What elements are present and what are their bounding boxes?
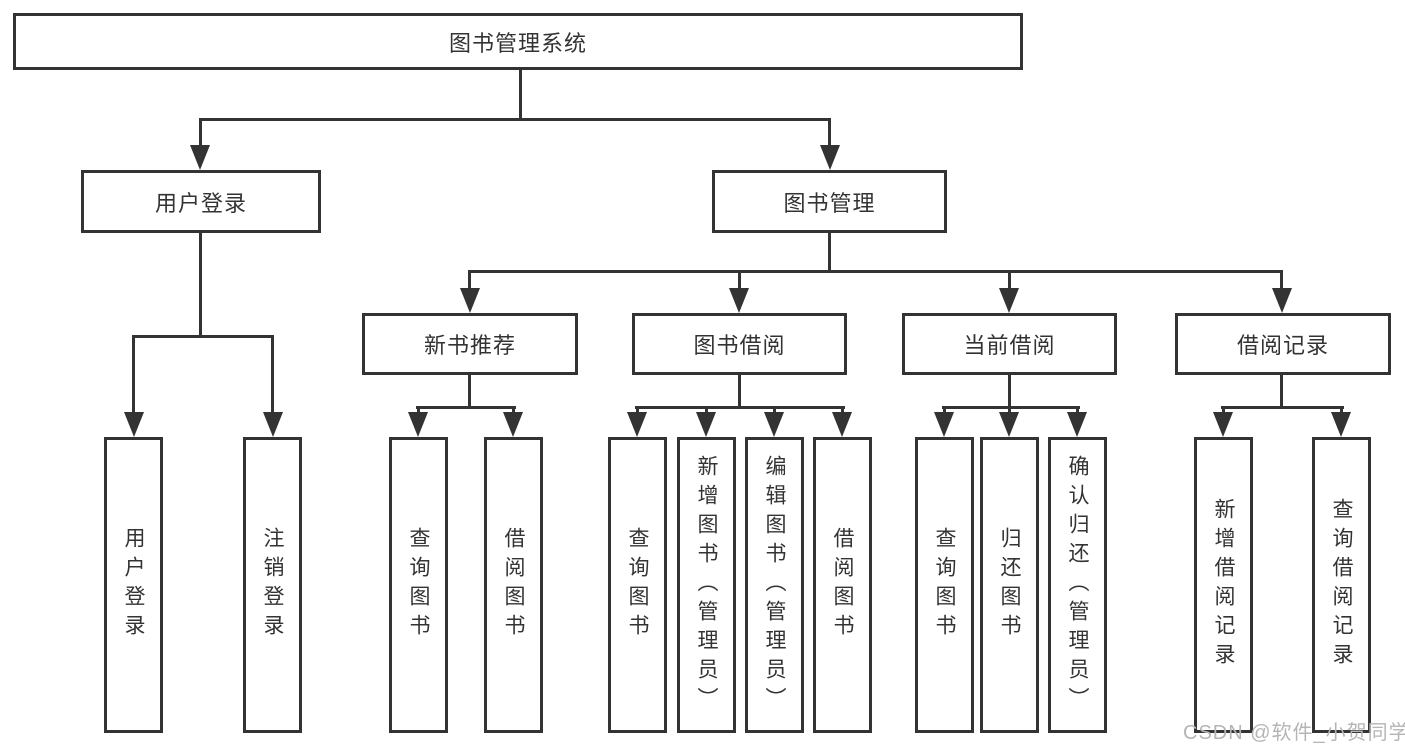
arrow-down-icon — [627, 412, 647, 437]
arrow-down-icon — [1213, 412, 1233, 437]
leaf-label: 编辑图书（管理员） — [763, 454, 786, 716]
leaf-label: 归还图书 — [998, 527, 1021, 643]
arrow-down-icon — [1272, 288, 1292, 313]
connector-line-horizontal — [132, 335, 274, 338]
connector-line-vertical — [1008, 375, 1011, 408]
connector-line-vertical — [1280, 375, 1283, 408]
connector-line-vertical — [132, 335, 135, 414]
leaf-return-book: 归还图书 — [980, 437, 1039, 733]
connector-line-horizontal — [942, 406, 1080, 409]
arrow-down-icon — [408, 412, 428, 437]
node-new-book-recommend: 新书推荐 — [362, 313, 578, 375]
connector-line-horizontal — [416, 406, 516, 409]
connector-line-vertical — [828, 233, 831, 272]
arrow-down-icon — [820, 145, 840, 170]
connector-line-horizontal — [199, 118, 831, 121]
connector-line-vertical — [512, 406, 515, 415]
leaf-add-borrow-record: 新增借阅记录 — [1194, 437, 1253, 733]
arrow-down-icon — [263, 412, 283, 437]
connector-line-vertical — [738, 270, 741, 290]
arrow-down-icon — [729, 288, 749, 313]
arrow-down-icon — [124, 412, 144, 437]
arrow-down-icon — [696, 412, 716, 437]
leaf-confirm-return-admin: 确认归还（管理员） — [1048, 437, 1107, 733]
arrow-down-icon — [190, 145, 210, 170]
leaf-borrow-books-recommend: 借阅图书 — [484, 437, 543, 733]
connector-line-vertical — [1008, 406, 1011, 415]
connector-line-vertical — [943, 406, 946, 415]
connector-line-vertical — [417, 406, 420, 415]
connector-line-vertical — [828, 118, 831, 147]
node-book-management: 图书管理 — [712, 170, 947, 233]
node-current-borrow: 当前借阅 — [902, 313, 1117, 375]
arrow-down-icon — [460, 288, 480, 313]
leaf-user-login: 用户登录 — [104, 437, 163, 733]
leaf-query-borrow-record: 查询借阅记录 — [1312, 437, 1371, 733]
arrow-down-icon — [999, 412, 1019, 437]
leaf-label: 注销登录 — [261, 527, 284, 643]
leaf-query-books-current: 查询图书 — [915, 437, 974, 733]
connector-line-vertical — [199, 233, 202, 337]
leaf-label: 用户登录 — [122, 527, 145, 643]
leaf-query-books-recommend: 查询图书 — [389, 437, 448, 733]
connector-line-horizontal — [1221, 406, 1344, 409]
node-borrow-records: 借阅记录 — [1175, 313, 1391, 375]
node-user-login: 用户登录 — [81, 170, 321, 233]
leaf-label: 确认归还（管理员） — [1066, 454, 1089, 716]
arrow-down-icon — [832, 412, 852, 437]
connector-line-vertical — [1222, 406, 1225, 415]
leaf-label: 查询图书 — [933, 527, 956, 643]
leaf-label: 新增借阅记录 — [1212, 498, 1235, 672]
leaf-edit-book-admin: 编辑图书（管理员） — [745, 437, 804, 733]
leaf-label: 查询图书 — [407, 527, 430, 643]
connector-line-horizontal — [468, 270, 1283, 273]
connector-line-vertical — [1340, 406, 1343, 415]
arrow-down-icon — [1331, 412, 1351, 437]
connector-line-vertical — [271, 335, 274, 414]
arrow-down-icon — [764, 412, 784, 437]
connector-line-vertical — [199, 118, 202, 147]
leaf-label: 查询借阅记录 — [1330, 498, 1353, 672]
connector-line-vertical — [773, 406, 776, 415]
leaf-label: 新增图书（管理员） — [695, 454, 718, 716]
arrow-down-icon — [999, 288, 1019, 313]
arrow-down-icon — [934, 412, 954, 437]
node-library-system: 图书管理系统 — [13, 13, 1023, 70]
connector-line-vertical — [1280, 270, 1283, 290]
connector-line-vertical — [468, 375, 471, 408]
connector-line-vertical — [1008, 270, 1011, 290]
connector-line-vertical — [636, 406, 639, 415]
leaf-label: 借阅图书 — [831, 527, 854, 643]
connector-line-vertical — [468, 270, 471, 290]
connector-line-vertical — [519, 70, 522, 120]
node-book-borrow: 图书借阅 — [632, 313, 847, 375]
arrow-down-icon — [503, 412, 523, 437]
connector-line-vertical — [705, 406, 708, 415]
leaf-label: 查询图书 — [626, 527, 649, 643]
watermark: CSDN @软件_小贺同学 — [1183, 722, 1405, 744]
leaf-query-books-borrow: 查询图书 — [608, 437, 667, 733]
connector-line-vertical — [841, 406, 844, 415]
connector-line-vertical — [738, 375, 741, 408]
connector-line-horizontal — [635, 406, 845, 409]
leaf-logout-login: 注销登录 — [243, 437, 302, 733]
connector-line-vertical — [1076, 406, 1079, 415]
leaf-borrow-books: 借阅图书 — [813, 437, 872, 733]
leaf-add-book-admin: 新增图书（管理员） — [677, 437, 736, 733]
arrow-down-icon — [1067, 412, 1087, 437]
leaf-label: 借阅图书 — [502, 527, 525, 643]
